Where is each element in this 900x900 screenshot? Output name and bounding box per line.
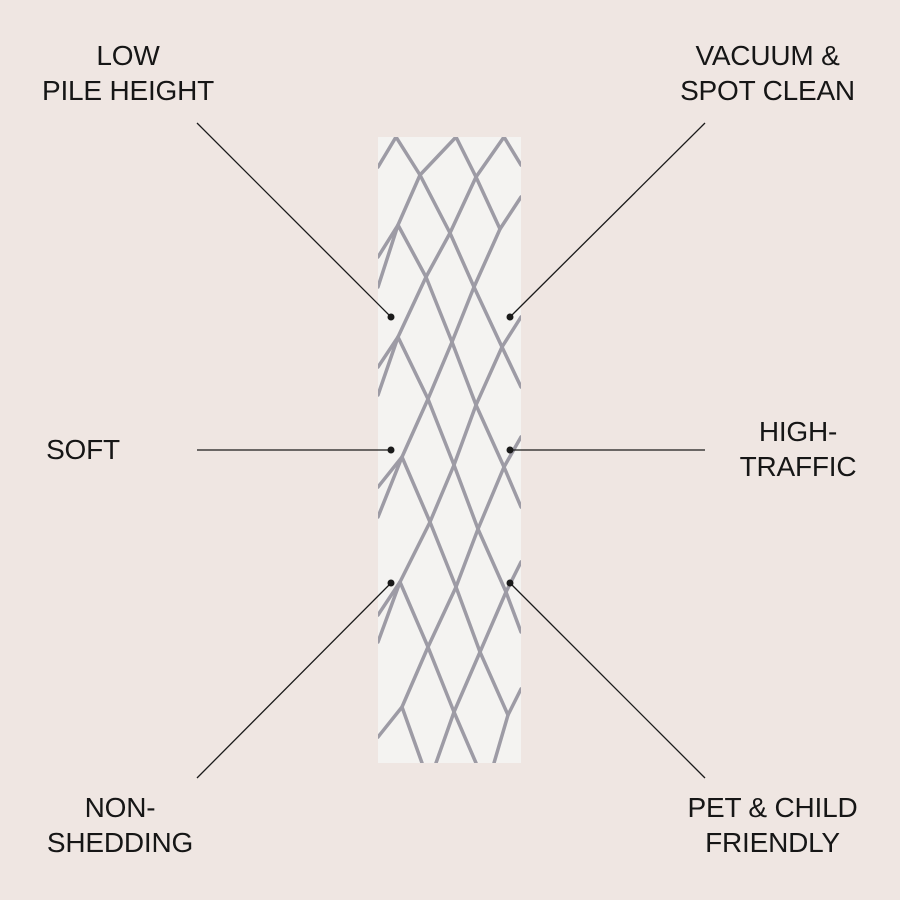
feature-text-line: TRAFFIC [739,451,857,482]
callout-line-low-pile [196,122,392,318]
callout-line-non-shedding [196,582,392,779]
runner-rug-image [378,137,521,763]
feature-text-line: VACUUM & [695,40,840,71]
feature-text-line: SHEDDING [46,827,194,858]
callout-line-vacuum [509,122,706,318]
callout-line-pet-child [509,582,706,779]
feature-text-line: FRIENDLY [705,827,840,858]
feature-non-shedding: NON- SHEDDING [40,790,200,860]
feature-text-line: LOW [96,40,160,71]
feature-vacuum-spot-clean: VACUUM & SPOT CLEAN [670,38,865,108]
feature-text-line: PET & CHILD [687,792,858,823]
feature-soft: SOFT [28,432,138,467]
feature-pet-child-friendly: PET & CHILD FRIENDLY [675,790,870,860]
feature-text-line: HIGH- [758,416,838,447]
feature-text-line: SOFT [46,434,120,465]
feature-low-pile-height: LOW PILE HEIGHT [38,38,218,108]
feature-text-line: PILE HEIGHT [41,75,215,106]
feature-text-line: NON- [84,792,156,823]
feature-high-traffic: HIGH- TRAFFIC [728,414,868,484]
feature-text-line: SPOT CLEAN [680,75,855,106]
